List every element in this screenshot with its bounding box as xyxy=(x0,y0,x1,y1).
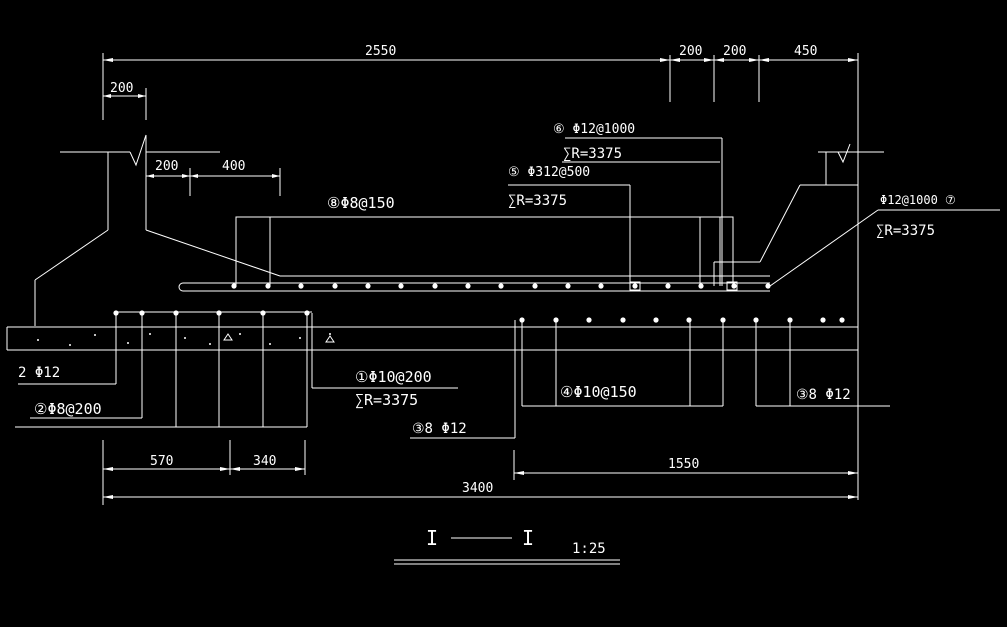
label-2phi12: 2 Φ12 xyxy=(18,365,60,381)
label-rebar-6-length: ∑R=3375 xyxy=(563,146,622,162)
top-rebar xyxy=(178,282,770,292)
dim-2550: 2550 xyxy=(365,44,396,59)
dim-inner-200: 200 xyxy=(155,159,178,174)
leaders-upper xyxy=(508,137,1000,291)
dim-200-b: 200 xyxy=(723,44,746,59)
label-rebar-5-length: ∑R=3375 xyxy=(508,193,567,209)
label-rebar-1-length: ∑R=3375 xyxy=(355,391,418,409)
dim-3400: 3400 xyxy=(462,481,493,496)
stirrup-box xyxy=(235,216,734,286)
label-rebar-3-right: ③8 Φ12 xyxy=(796,387,851,403)
label-rebar-5: ⑤ Φ312@500 xyxy=(508,165,590,180)
label-rebar-8: ⑧Φ8@150 xyxy=(327,194,395,212)
slab xyxy=(6,326,858,351)
label-rebar-7: Φ12@1000 ⑦ xyxy=(880,193,956,207)
section-title: I I 1:25 xyxy=(394,526,620,565)
dim-200-a: 200 xyxy=(679,44,702,59)
top-rebar-dots xyxy=(231,283,771,289)
label-rebar-7-length: ∑R=3375 xyxy=(876,223,935,239)
section-mark-right: I xyxy=(522,526,534,550)
label-rebar-4: ④Φ10@150 xyxy=(560,383,637,401)
leaders-lower-left xyxy=(15,313,458,428)
dim-1550: 1550 xyxy=(668,457,699,472)
leaders-lower-right xyxy=(410,320,890,439)
dim-inner-400: 400 xyxy=(222,159,245,174)
dim-570: 570 xyxy=(150,454,173,469)
label-rebar-1: ①Φ10@200 xyxy=(355,368,432,386)
scale-label: 1:25 xyxy=(572,541,606,557)
top-dimension-chain: 2550 200 200 450 xyxy=(102,44,859,500)
rebar-labels: ⑥ Φ12@1000 ∑R=3375 ⑤ Φ312@500 ∑R=3375 ⑧Φ… xyxy=(18,122,956,437)
bottom-rebar-dots xyxy=(113,310,845,323)
label-rebar-3-left: ③8 Φ12 xyxy=(412,421,467,437)
left-wall-outline xyxy=(34,134,770,326)
bottom-dimensions: 570 340 1550 3400 xyxy=(102,440,858,505)
dim-left-200: 200 xyxy=(110,81,133,96)
label-rebar-6: ⑥ Φ12@1000 xyxy=(553,122,635,137)
section-mark-left: I xyxy=(426,526,438,550)
left-200-dimension: 200 xyxy=(103,81,147,120)
inner-dimensions: 200 400 xyxy=(146,159,281,196)
label-rebar-2: ②Φ8@200 xyxy=(34,400,102,418)
dim-340: 340 xyxy=(253,454,276,469)
dim-450: 450 xyxy=(794,44,817,59)
